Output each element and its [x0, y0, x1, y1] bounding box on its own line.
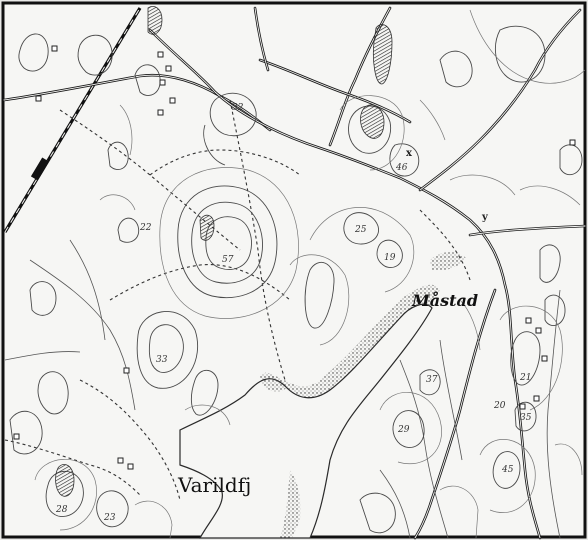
marshes — [55, 6, 466, 497]
elevation-label: 23 — [103, 513, 116, 523]
railway-line — [3, 7, 142, 233]
railway-station — [30, 157, 50, 181]
point-label-y: y — [481, 212, 489, 223]
footpaths — [4, 99, 471, 501]
elevation-label: 33 — [156, 355, 168, 365]
elevation-label: 37 — [426, 375, 438, 385]
elevation-label: 19 — [384, 253, 396, 263]
place-label-varildfj: Varildfj — [177, 473, 251, 497]
elevation-label: 20 — [493, 401, 506, 411]
elevation-label: 25 — [354, 225, 367, 235]
elevation-label: 57 — [222, 255, 234, 265]
elevation-label: 28 — [55, 505, 68, 515]
elevation-label: 22 — [139, 223, 152, 233]
elevation-labels: 22 32 57 46 25 19 33 28 23 21 20 45 37 2… — [55, 103, 532, 523]
elevation-label: 29 — [397, 425, 410, 435]
elevation-label: 45 — [501, 465, 514, 475]
buildings — [13, 45, 576, 470]
streams — [4, 239, 561, 539]
elevation-label: 46 — [395, 163, 408, 173]
lake-varildfjorden — [179, 284, 440, 539]
point-label-x: x — [406, 148, 413, 159]
roads — [2, 6, 587, 540]
elevation-label: 21 — [519, 373, 531, 383]
elevation-label: 35 — [520, 413, 532, 423]
place-label-mastad: Måstad — [411, 290, 478, 310]
contour-lines — [9, 9, 586, 539]
elevation-label: 32 — [232, 103, 244, 113]
